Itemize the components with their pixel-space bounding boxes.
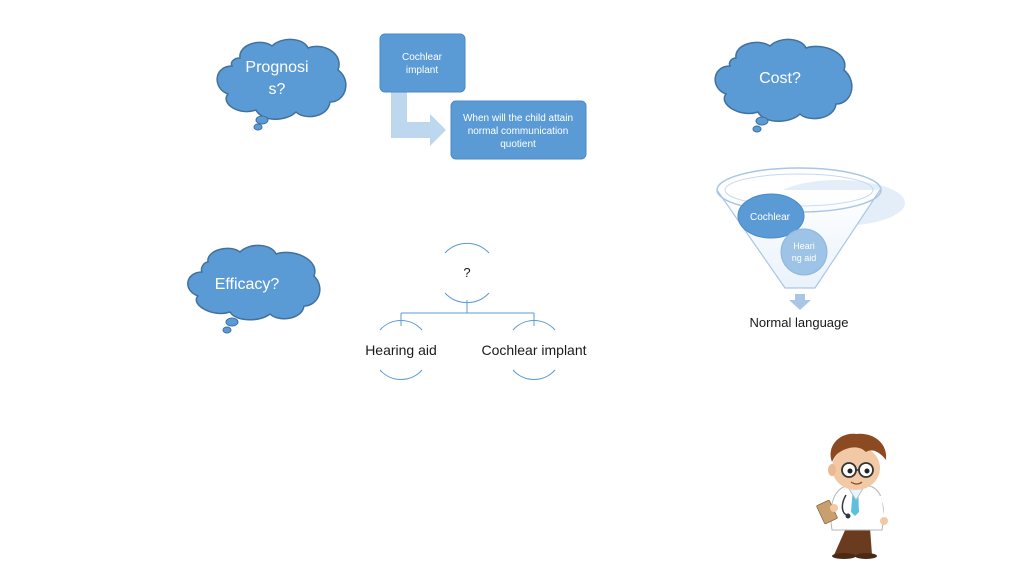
root-node-label: ? [463, 265, 470, 280]
funnel-item-1-circle [737, 193, 805, 239]
root-node-arc-top [444, 242, 490, 254]
process-step-1-box [379, 33, 466, 93]
funnel-item-2-circle [780, 228, 828, 276]
hierarchy-connector [400, 300, 535, 326]
prognosis-label-line2: s? [269, 81, 286, 98]
process-step-1-line2: implant [406, 65, 438, 76]
doctor-cartoon-icon [816, 433, 890, 559]
efficacy-thought-bubble: Efficacy? [187, 244, 321, 334]
funnel-diagram: Cochlear Heari ng aid Normal language [716, 167, 905, 330]
right-node-arc-top [512, 320, 556, 331]
process-step-2-line2: normal communication [468, 126, 569, 137]
funnel-item-2-line1: Heari [793, 241, 815, 251]
process-step-2-line3: quotient [500, 139, 536, 150]
left-node-arc-top [379, 320, 423, 331]
process-step-2-line1: When will the child attain [463, 113, 573, 124]
funnel-item-1-label: Cochlear [750, 212, 791, 223]
funnel-result-label: Normal language [749, 315, 848, 330]
left-node-arc-bottom [379, 369, 423, 380]
funnel-down-arrow [789, 294, 811, 310]
right-node-arc-bottom [512, 369, 556, 380]
process-step-1-line1: Cochlear [402, 52, 443, 63]
process-step-2-box [450, 100, 587, 160]
process-diagram: Cochlear implant When will the child att… [379, 33, 587, 160]
process-arrow [391, 92, 446, 146]
prognosis-label-line1: Prognosi [245, 59, 308, 76]
efficacy-label: Efficacy? [215, 276, 280, 293]
prognosis-thought-bubble: Prognosi s? [216, 38, 347, 131]
cost-label: Cost? [759, 70, 801, 87]
hierarchy-diagram: ? Hearing aid Cochlear implant [365, 242, 587, 380]
left-node-label: Hearing aid [365, 342, 437, 358]
right-node-label: Cochlear implant [481, 342, 586, 358]
cost-thought-bubble: Cost? [714, 38, 853, 133]
funnel-item-2-line2: ng aid [792, 253, 817, 263]
